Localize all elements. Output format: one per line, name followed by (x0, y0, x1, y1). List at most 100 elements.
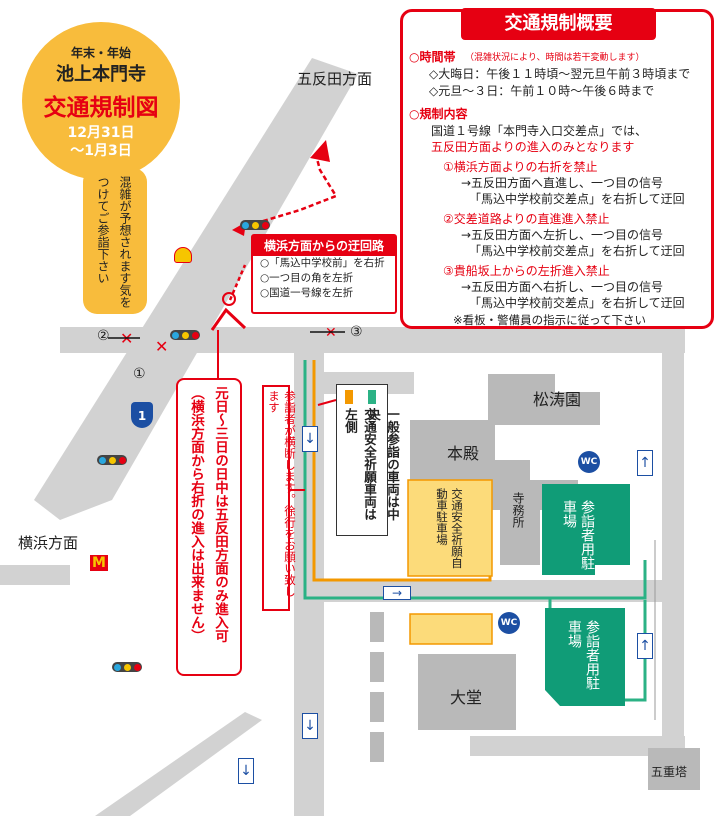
title-date-end: 〜1月3日 (70, 143, 132, 159)
general-lane-note: 一般参詣の車両は中央 (366, 408, 400, 521)
title-date-start: 12月31日 (67, 125, 135, 141)
label-jimusho: 寺務所 (511, 492, 525, 528)
traffic-signal-icon (97, 455, 127, 465)
regulation-summary-box: 交通規制概要 ○時間帯 （混雑状況により、時間は若干変動します） ◇大晦日：午後… (400, 8, 714, 329)
rule-2-line-1: →五反田方面へ左折し、一つ目の信号 (461, 228, 664, 242)
rule-2-line-2: 「馬込中学校前交差点」を右折して迂回 (469, 244, 685, 258)
safety-lane-note: 交通安全祈願車両は左側 (343, 408, 377, 521)
summary-footer: ※看板・警備員の指示に従って下さい (453, 313, 647, 327)
small-building-4 (370, 732, 384, 762)
label-visitor-parking-2: 参詣者用駐車場 (566, 620, 600, 690)
time-heading: ○時間帯 (409, 50, 456, 64)
title-temple: 池上本門寺 (56, 64, 146, 85)
label-num-3: ③ (350, 324, 363, 340)
lower-left-road (0, 565, 70, 585)
detour-line-3: ○国道一号線を左折 (260, 287, 354, 299)
congestion-note-panel (83, 168, 147, 314)
content-line-2: 五反田方面よりの進入のみとなります (431, 140, 635, 154)
label-yokohama: 横浜方面 (18, 534, 79, 552)
shoutoen-building (488, 374, 600, 425)
one-way-arrow-icon: ↑ (637, 633, 653, 659)
small-yellow-parking (409, 613, 493, 645)
safety-parking-lot (407, 479, 493, 577)
title-main: 交通規制図 (43, 95, 159, 121)
bottom-right-road (470, 736, 685, 756)
route-number: 1 (137, 409, 147, 423)
rule-1-line-1: →五反田方面へ直進し、一つ目の信号 (461, 176, 664, 190)
label-safety-parking: 交通安全祈願自動車駐車場 (435, 488, 464, 569)
one-way-arrow-icon: → (383, 586, 411, 600)
label-gojunoto: 五重塔 (651, 765, 688, 779)
time-line-2: ◇元旦〜３日：午前１０時〜午後６時まで (429, 84, 655, 98)
visitor-parking-lot-1 (542, 484, 630, 575)
note-arrow-3 (317, 399, 337, 406)
national-route-1-road (34, 58, 358, 520)
gojunoto-building (648, 748, 700, 790)
pedestrian-note-box (262, 385, 290, 611)
wc-icon: WC (498, 612, 520, 634)
right-road (662, 340, 684, 740)
rule-1-line-2: 「馬込中学校前交差点」を右折して迂回 (469, 192, 685, 206)
label-daido: 大堂 (450, 688, 483, 707)
time-note: （混雑状況により、時間は若干変動します） (465, 53, 645, 63)
daido-building (418, 654, 516, 730)
lane-orange-marker (345, 390, 353, 404)
content-line-1: 国道１号線「本門寺入口交差点」では、 (431, 124, 648, 138)
jimusho-building (500, 480, 540, 565)
closure-mark-2: ✕ (155, 337, 168, 356)
label-num-2: ② (97, 328, 110, 344)
label-shoutoen: 松涛園 (533, 390, 582, 409)
cross-road (60, 327, 685, 353)
detour-path (239, 154, 338, 230)
label-num-1: ① (133, 366, 146, 382)
detour-line-2: ○一つ目の角を左折 (260, 272, 354, 284)
visitor-parking-lot-2 (545, 608, 625, 706)
entry-only-note-box (176, 378, 242, 676)
rule-3-line-1: →五反田方面へ右折し、一つ目の信号 (461, 280, 664, 294)
entry-only-note-paren: （横浜方面から右折の進入は出来ません） (188, 386, 204, 643)
green-route (303, 360, 647, 600)
one-way-arrow-icon: ↑ (637, 450, 653, 476)
small-building-2 (370, 652, 384, 682)
one-way-arrow-icon: ↓ (238, 758, 254, 784)
temple-approach-road (294, 340, 324, 816)
congestion-note: 混雑が予想されます気をつけてご参詣下さい (96, 176, 132, 308)
rule-2-heading: ②交差道路よりの直進進入禁止 (443, 212, 610, 226)
entry-only-note: 元日〜三日の日中は五反田方面のみ進入可 (212, 386, 228, 643)
rule-1-heading: ①横浜方面よりの右折を禁止 (443, 160, 598, 174)
rule-3-heading: ③貴船坂上からの左折進入禁止 (443, 264, 610, 278)
traffic-signal-icon (170, 330, 200, 340)
one-way-arrow-icon: ↓ (302, 713, 318, 739)
traffic-signal-icon (112, 662, 142, 672)
small-building-1 (370, 612, 384, 642)
label-honden: 本殿 (447, 444, 480, 463)
time-line-1: ◇大晦日：午後１１時頃〜翌元旦午前３時頃まで (429, 67, 691, 81)
summary-title: 交通規制概要 (461, 8, 656, 40)
shell-logo-icon (174, 247, 192, 263)
entry-arrow (210, 307, 247, 331)
red-dash-to-signal (228, 264, 247, 301)
traffic-signal-icon (240, 220, 270, 230)
detour-route-box: 横浜方面からの迂回路 ○「馬込中学校前」を右折 ○一つ目の角を左折 ○国道一号線… (251, 234, 397, 314)
detour-circle-marker (222, 292, 236, 306)
orange-route (312, 360, 492, 582)
lane-green-marker (368, 390, 376, 404)
title-badge: 年末・年始 池上本門寺 交通規制図 12月31日 〜1月3日 (22, 22, 180, 180)
lower-diagonal-road (95, 712, 262, 816)
pedestrian-note: 参詣者が横断します。徐行をお願い致します (267, 390, 297, 597)
label-visitor-parking-1: 参詣者用駐車場 (561, 500, 595, 570)
wc-icon: WC (578, 451, 600, 473)
lane-note-box (336, 384, 388, 536)
route-1-shield-icon: 1 (131, 402, 153, 428)
title-subtitle: 年末・年始 (70, 46, 131, 60)
detour-arrow-head (310, 140, 330, 162)
detour-line-1: ○「馬込中学校前」を右折 (260, 257, 385, 269)
small-building-3 (370, 692, 384, 722)
content-heading: ○規制内容 (409, 107, 468, 121)
one-way-arrow-icon: ↓ (302, 426, 318, 452)
rule-3-line-2: 「馬込中学校前交差点」を右折して迂回 (469, 296, 685, 310)
label-gotanda: 五反田方面 (297, 70, 373, 88)
closure-mark-3: ✕ (325, 325, 337, 341)
mcdonalds-logo-icon: M (90, 555, 108, 571)
detour-title: 横浜方面からの迂回路 (253, 236, 395, 256)
